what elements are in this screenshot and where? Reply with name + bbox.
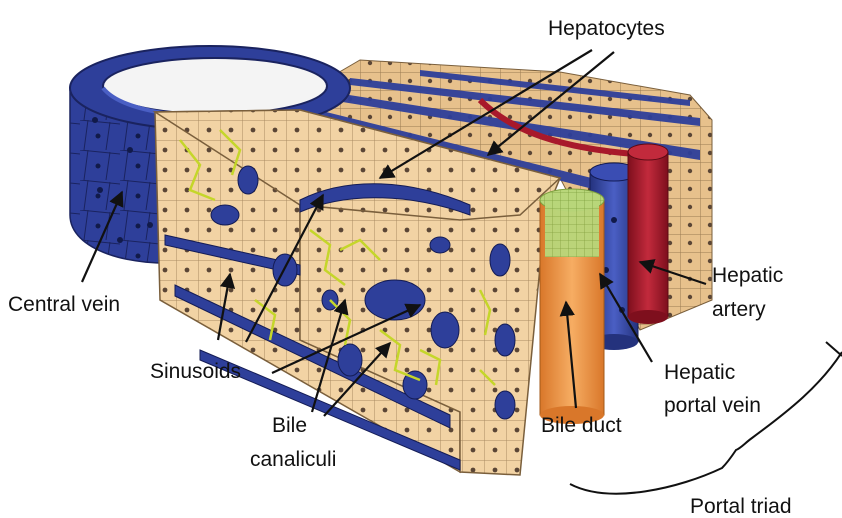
label-hepatocytes: Hepatocytes bbox=[548, 17, 665, 40]
label-hepatic-portal-vein-line1: Hepatic bbox=[664, 361, 735, 384]
label-central-vein: Central vein bbox=[8, 293, 120, 316]
portal-triad-brace-stub bbox=[826, 342, 842, 356]
label-sinusoids: Sinusoids bbox=[150, 360, 241, 383]
label-bile-canaliculi-line2: canaliculi bbox=[250, 448, 336, 471]
label-hepatic-artery-line1: Hepatic bbox=[712, 264, 783, 287]
lobule-illustration bbox=[70, 46, 712, 475]
label-hepatic-artery-line2: artery bbox=[712, 298, 766, 321]
bile-duct-shape bbox=[540, 189, 604, 424]
label-bile-duct: Bile duct bbox=[541, 414, 622, 437]
label-bile-canaliculi-line1: Bile bbox=[272, 414, 307, 437]
hepatic-artery-shape bbox=[628, 144, 668, 324]
label-portal-triad: Portal triad bbox=[690, 495, 792, 518]
label-hepatic-portal-vein-line2: portal vein bbox=[664, 394, 761, 417]
